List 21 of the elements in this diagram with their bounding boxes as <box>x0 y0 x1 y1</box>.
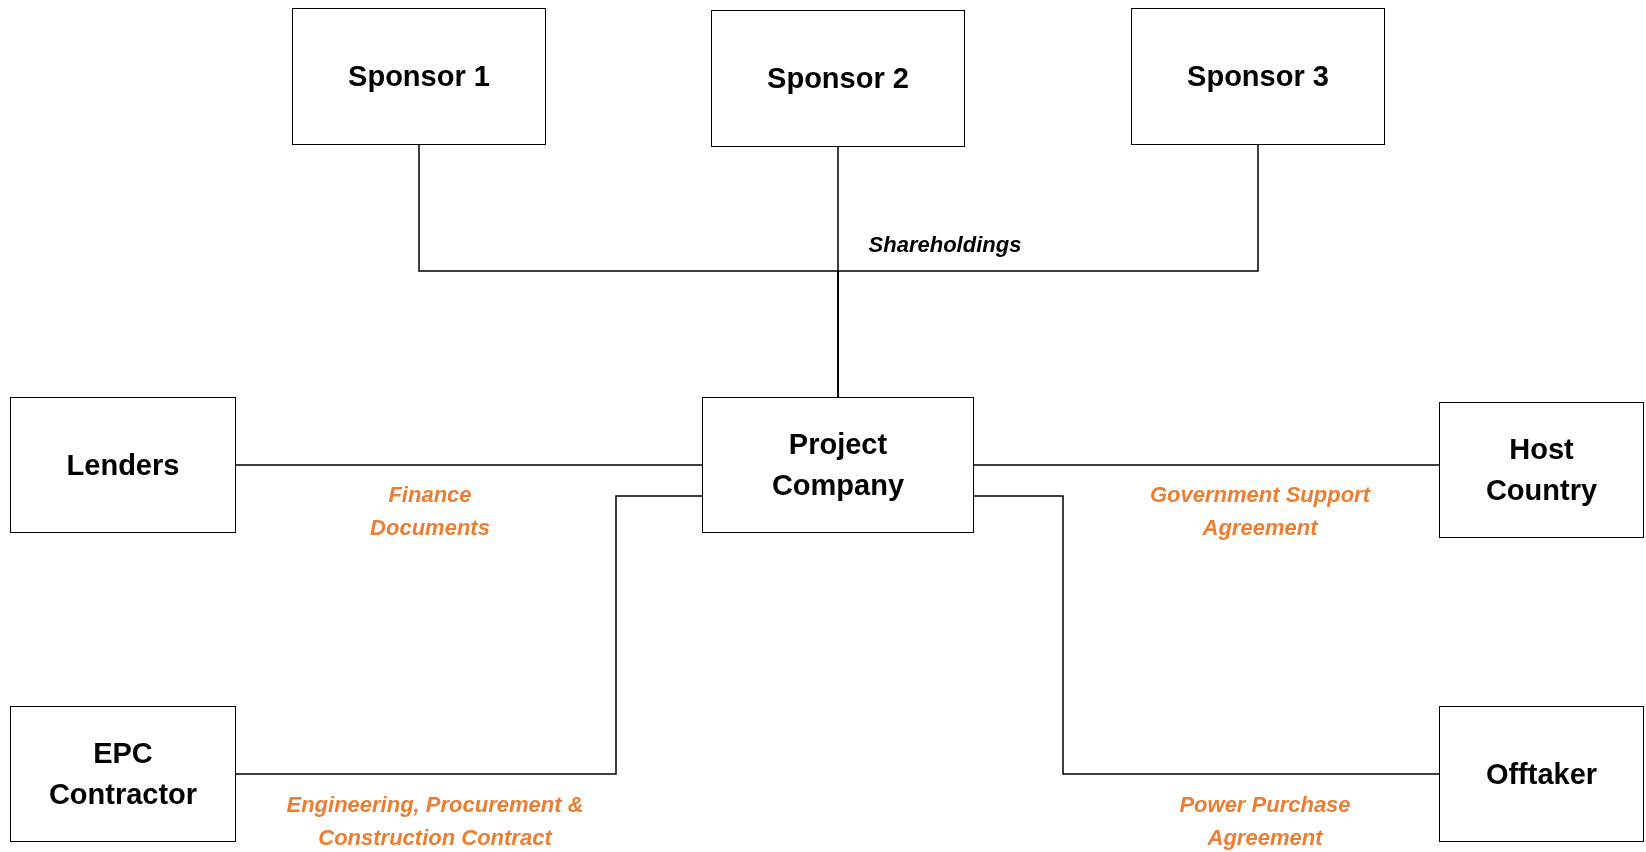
entity-box <box>1439 402 1644 538</box>
entity-box <box>1439 706 1644 842</box>
connector-line <box>235 464 703 466</box>
connector-line <box>235 495 703 775</box>
entity-box <box>10 397 236 533</box>
entity-name: EPC Contractor <box>47 736 199 812</box>
connector-line <box>837 144 1259 398</box>
entity-name: Sponsor 3 <box>1187 59 1329 95</box>
connector-line <box>973 464 1440 466</box>
entity-name: Offtaker <box>1485 756 1598 792</box>
entity-name: Project Company <box>770 427 906 503</box>
entity-name: Host Country <box>1484 432 1599 508</box>
entity-name: Sponsor 1 <box>348 59 490 95</box>
entity-name: Sponsor 2 <box>767 61 909 97</box>
entity-box <box>292 8 546 145</box>
entity-box <box>1131 8 1385 145</box>
entity-box <box>702 397 974 533</box>
entity-box <box>711 10 965 147</box>
entity-box <box>10 706 236 842</box>
connector-line <box>973 495 1440 775</box>
entity-name: Lenders <box>66 447 180 483</box>
